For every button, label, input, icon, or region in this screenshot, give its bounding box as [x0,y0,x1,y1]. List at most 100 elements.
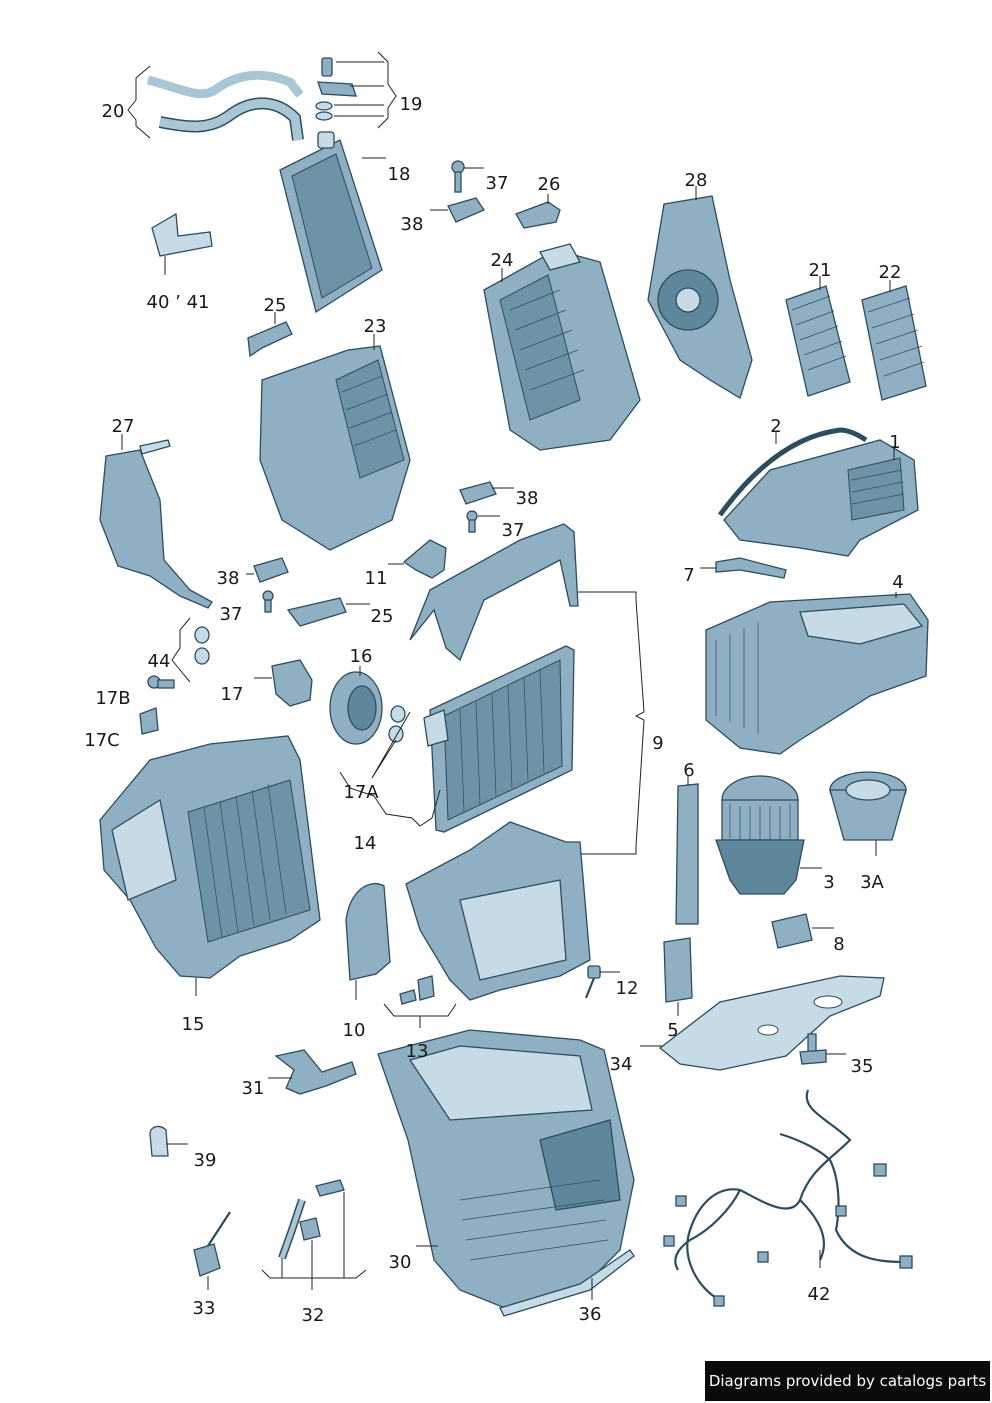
label-27: 27 [112,416,135,437]
label-9: 9 [652,733,663,754]
part-34-cover-plate [658,975,885,1071]
part-38-bracket-mid [459,481,497,505]
label-22: 22 [879,262,902,283]
part-14-evaporator [423,645,575,833]
label-36: 36 [579,1304,602,1325]
part-44-o-rings [194,626,210,665]
part-15-housing [99,735,321,979]
part-24-housing [483,243,641,451]
label-26: 26 [538,174,561,195]
part-21-filter [785,285,851,397]
label-37-left: 37 [220,604,243,625]
part-19-clamp-set [315,57,357,121]
label-44: 44 [148,651,171,672]
part-17C-clip [139,707,159,735]
part-1-housing [723,439,919,557]
label-38-top: 38 [401,214,424,235]
part-27-flap-unit [99,439,213,609]
part-39-clip [149,1125,169,1157]
part-20-hoses [146,70,304,141]
label-1: 1 [889,432,900,453]
label-23: 23 [364,316,387,337]
part-17B-screw [147,675,175,689]
label-18: 18 [388,164,411,185]
part-5-filter-frame [663,937,693,1003]
label-2: 2 [770,416,781,437]
label-7: 7 [683,565,694,586]
label-37-mid: 37 [502,520,525,541]
label-32: 32 [302,1305,325,1326]
part-40-41-pad [151,212,213,257]
label-4: 4 [892,572,903,593]
part-8-resistor [771,913,813,949]
part-38-bracket-top [447,197,485,223]
part-42-wiring-harness [663,1089,913,1307]
part-36-seal [499,1249,635,1317]
label-38-left: 38 [217,568,240,589]
part-38-bracket-left [253,557,289,583]
label-15: 15 [182,1014,205,1035]
part-4-housing [705,593,929,755]
part-22-filter [861,285,927,401]
label-12: 12 [616,978,639,999]
label-19: 19 [400,94,423,115]
label-3: 3 [823,872,834,893]
part-9-upper-duct [409,523,579,662]
part-7-lever [715,557,787,579]
part-30-heater-box [377,1029,635,1311]
part-17-valve [271,659,313,707]
part-9-lower-duct [405,821,591,1001]
label-31: 31 [242,1078,265,1099]
part-25-bracket-top [247,321,293,358]
label-17C: 17C [84,730,119,751]
label-39: 39 [194,1150,217,1171]
part-18-heater-core [279,131,383,314]
label-20: 20 [102,101,125,122]
label-42: 42 [808,1284,831,1305]
part-12-sensor [584,965,601,999]
label-17A: 17A [343,782,379,803]
part-16-valve [329,671,406,745]
label-5: 5 [667,1020,678,1041]
label-3A: 3A [860,872,884,893]
part-31-bracket [274,1049,357,1095]
part-37-screw-top [451,160,465,193]
label-10: 10 [343,1020,366,1041]
label-24: 24 [491,250,514,271]
label-17: 17 [221,684,244,705]
label-16: 16 [350,646,373,667]
label-34: 34 [610,1054,633,1075]
part-11-duct [402,539,447,579]
label-13: 13 [406,1041,429,1062]
part-37-screw-mid [466,510,478,533]
part-37-screw-left [262,590,274,613]
part-13-clips [399,975,435,1005]
part-25-bracket-mid [286,597,347,627]
label-25-top: 25 [264,295,287,316]
footer-credit: Diagrams provided by catalogs parts [705,1361,990,1401]
label-6: 6 [683,760,694,781]
label-8: 8 [833,934,844,955]
label-28: 28 [685,170,708,191]
part-28-cover [647,195,753,399]
label-40-41: 40 ’ 41 [147,292,210,313]
part-2-seal [717,427,868,517]
label-14: 14 [354,833,377,854]
label-35: 35 [851,1056,874,1077]
label-21: 21 [809,260,832,281]
part-35-screw [799,1033,827,1065]
part-6-seal [675,783,699,925]
label-11: 11 [365,568,388,589]
part-26-bracket [515,201,561,229]
label-25-mid: 25 [371,606,394,627]
label-38-mid: 38 [516,488,539,509]
part-23-housing [259,345,411,551]
label-30: 30 [389,1252,412,1273]
part-3-blower [715,775,805,895]
label-17B: 17B [95,688,130,709]
part-32-hose-set [278,1179,345,1260]
label-33: 33 [193,1298,216,1319]
label-37-top: 37 [486,173,509,194]
part-33-actuator [193,1211,231,1277]
